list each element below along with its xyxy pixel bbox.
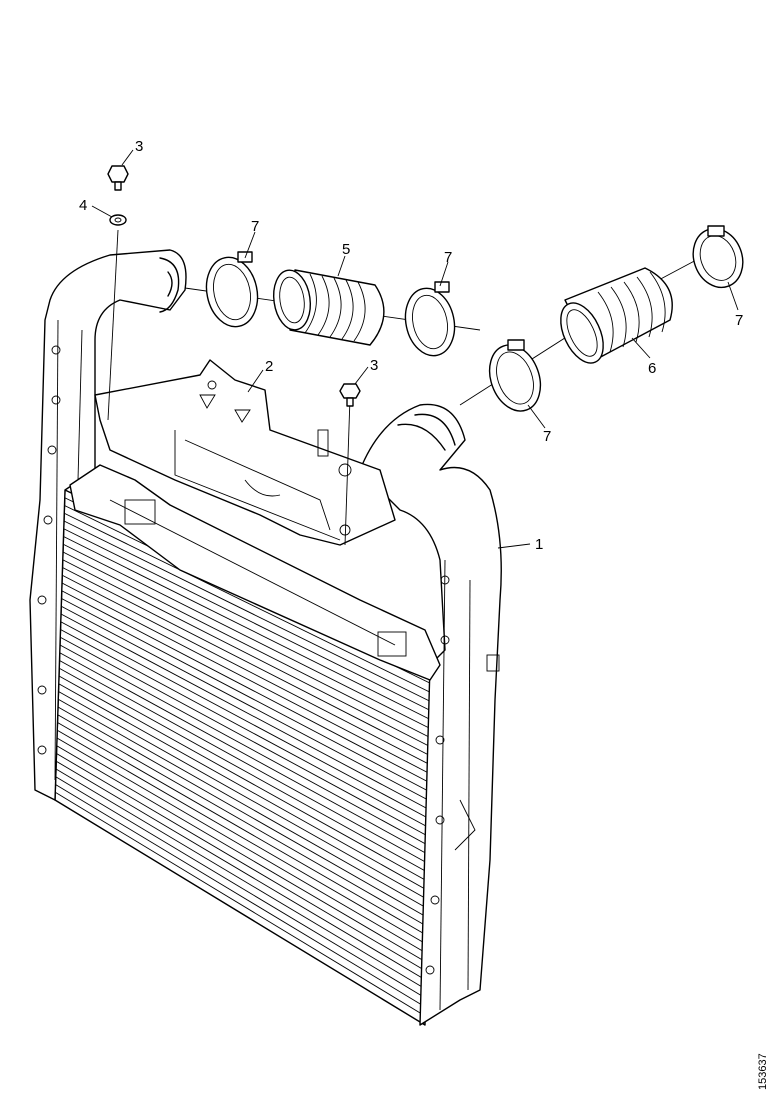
- bellows-hose-6: [560, 267, 673, 364]
- fin-line: [55, 791, 426, 1017]
- fin-line: [62, 559, 430, 747]
- fin-line: [56, 753, 426, 972]
- bellows-hose-5: [272, 269, 385, 346]
- fin-line: [63, 520, 430, 702]
- fin-line: [63, 536, 430, 720]
- callout-5: 5: [342, 241, 350, 258]
- callout-7-d: 7: [735, 312, 743, 329]
- fin-line: [55, 768, 426, 990]
- fin-line: [62, 567, 429, 756]
- fin-line: [61, 590, 429, 783]
- fin-line: [58, 691, 427, 900]
- fin-line: [59, 667, 428, 873]
- fin-line: [60, 621, 429, 819]
- drawing-number: 153637: [757, 1053, 769, 1090]
- fin-line: [63, 528, 430, 711]
- fin-line: [54, 799, 426, 1026]
- fin-line: [59, 660, 428, 864]
- fin-line: [55, 776, 426, 999]
- hose-clamp-b: [404, 281, 456, 357]
- fin-line: [58, 683, 428, 891]
- hose-clamp-c: [488, 339, 542, 412]
- hose-clamp-d: [692, 225, 744, 289]
- fin-line: [56, 745, 427, 963]
- mounting-bracket: [94, 359, 396, 546]
- callout-3-top: 3: [135, 138, 143, 155]
- fin-line: [59, 644, 428, 846]
- fin-line: [61, 598, 429, 792]
- callout-3-mid: 3: [370, 357, 378, 374]
- fin-line: [57, 722, 427, 936]
- fin-line: [56, 737, 427, 954]
- fin-line: [62, 574, 429, 765]
- callout-labels: 3 4 7 5 7 3 2 7 1 6 7: [79, 138, 743, 553]
- fin-line: [56, 760, 426, 981]
- hose-clamp-a: [205, 251, 259, 328]
- fin-line: [58, 675, 428, 882]
- fin-line: [60, 613, 429, 810]
- callout-7-b: 7: [444, 249, 452, 266]
- fin-line: [64, 512, 430, 693]
- fin-line: [57, 714, 427, 927]
- callout-2: 2: [265, 358, 273, 375]
- callout-4: 4: [79, 197, 87, 214]
- callout-6: 6: [648, 360, 656, 377]
- fin-line: [61, 605, 429, 801]
- washer: [109, 214, 127, 226]
- callout-7-a: 7: [251, 218, 259, 235]
- callout-7-c: 7: [543, 428, 551, 445]
- lower-bracket: [69, 464, 441, 681]
- bolt-top: [107, 165, 129, 191]
- fin-line: [60, 629, 428, 828]
- fin-line: [57, 706, 427, 918]
- fin-line: [58, 698, 427, 909]
- callout-leaders: [91, 149, 739, 549]
- fin-line: [61, 582, 429, 774]
- fin-line: [55, 784, 426, 1008]
- fin-line: [60, 636, 428, 837]
- callout-1: 1: [535, 536, 543, 553]
- fin-line: [57, 729, 427, 945]
- bolt-middle: [339, 383, 361, 407]
- fin-line: [59, 652, 428, 855]
- right-header-tank: [359, 403, 502, 1026]
- fin-line: [62, 551, 430, 738]
- fin-line: [63, 543, 430, 729]
